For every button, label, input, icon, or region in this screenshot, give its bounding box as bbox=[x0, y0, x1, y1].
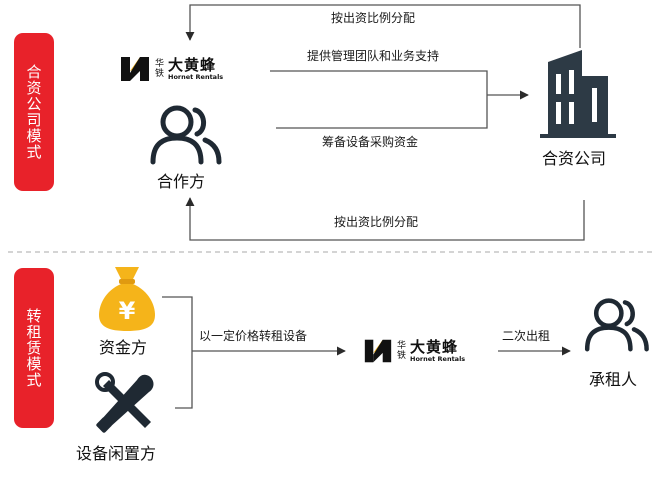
logo-brand-english: Hornet Rentals bbox=[410, 355, 466, 363]
logo-side-text: 华 铁 bbox=[397, 341, 407, 361]
management-label: 提供管理团队和业务支持 bbox=[307, 49, 440, 63]
partner-label: 合作方 bbox=[157, 172, 206, 191]
jv-mode-badge: 合资公司模式 bbox=[14, 33, 54, 191]
funding-line bbox=[276, 95, 488, 129]
transfer-label: 以一定价格转租设备 bbox=[199, 329, 308, 343]
hornet-logo-icon bbox=[121, 57, 149, 81]
idle-owner-label: 设备闲置方 bbox=[76, 444, 157, 463]
lessee-people-icon bbox=[584, 298, 649, 352]
logo-brand: 大黄蜂 Hornet Rentals bbox=[410, 339, 465, 363]
hornet-logo-bottom: 华 铁 大黄蜂 Hornet Rentals bbox=[362, 331, 498, 371]
bottom-profit-label: 按出资比例分配 bbox=[334, 215, 419, 229]
tools-icon bbox=[95, 372, 154, 433]
building-icon bbox=[540, 50, 616, 138]
top-profit-label: 按出资比例分配 bbox=[331, 11, 416, 25]
funder-label: 资金方 bbox=[99, 338, 148, 357]
logo-side-text: 华 铁 bbox=[155, 59, 165, 79]
jv-mode-label: 合资公司模式 bbox=[24, 64, 43, 160]
bottom-profit-arrow bbox=[185, 197, 585, 241]
hornet-logo-top: 华 铁 大黄蜂 Hornet Rentals bbox=[118, 48, 270, 90]
company-label: 合资公司 bbox=[542, 149, 607, 168]
logo-brand-name: 大黄蜂 bbox=[410, 338, 459, 356]
sublease-mode-badge: 转租赁模式 bbox=[14, 268, 54, 428]
logo-brand-english: Hornet Rentals bbox=[168, 73, 224, 81]
logo-brand-name: 大黄蜂 bbox=[168, 56, 217, 74]
top-profit-arrow bbox=[185, 4, 581, 48]
management-line bbox=[270, 70, 488, 95]
svg-text:¥: ¥ bbox=[119, 297, 136, 325]
funding-label: 筹备设备采购资金 bbox=[322, 135, 419, 149]
sublease-mode-label: 转租赁模式 bbox=[24, 308, 43, 388]
sublease-bracket bbox=[162, 296, 193, 409]
relet-label: 二次出租 bbox=[502, 329, 551, 343]
lessee-label: 承租人 bbox=[589, 370, 638, 389]
logo-brand: 大黄蜂 Hornet Rentals bbox=[168, 57, 223, 81]
money-bag-icon: ¥ bbox=[99, 267, 155, 331]
partner-people-icon bbox=[150, 105, 222, 165]
hornet-logo-icon bbox=[364, 339, 392, 363]
